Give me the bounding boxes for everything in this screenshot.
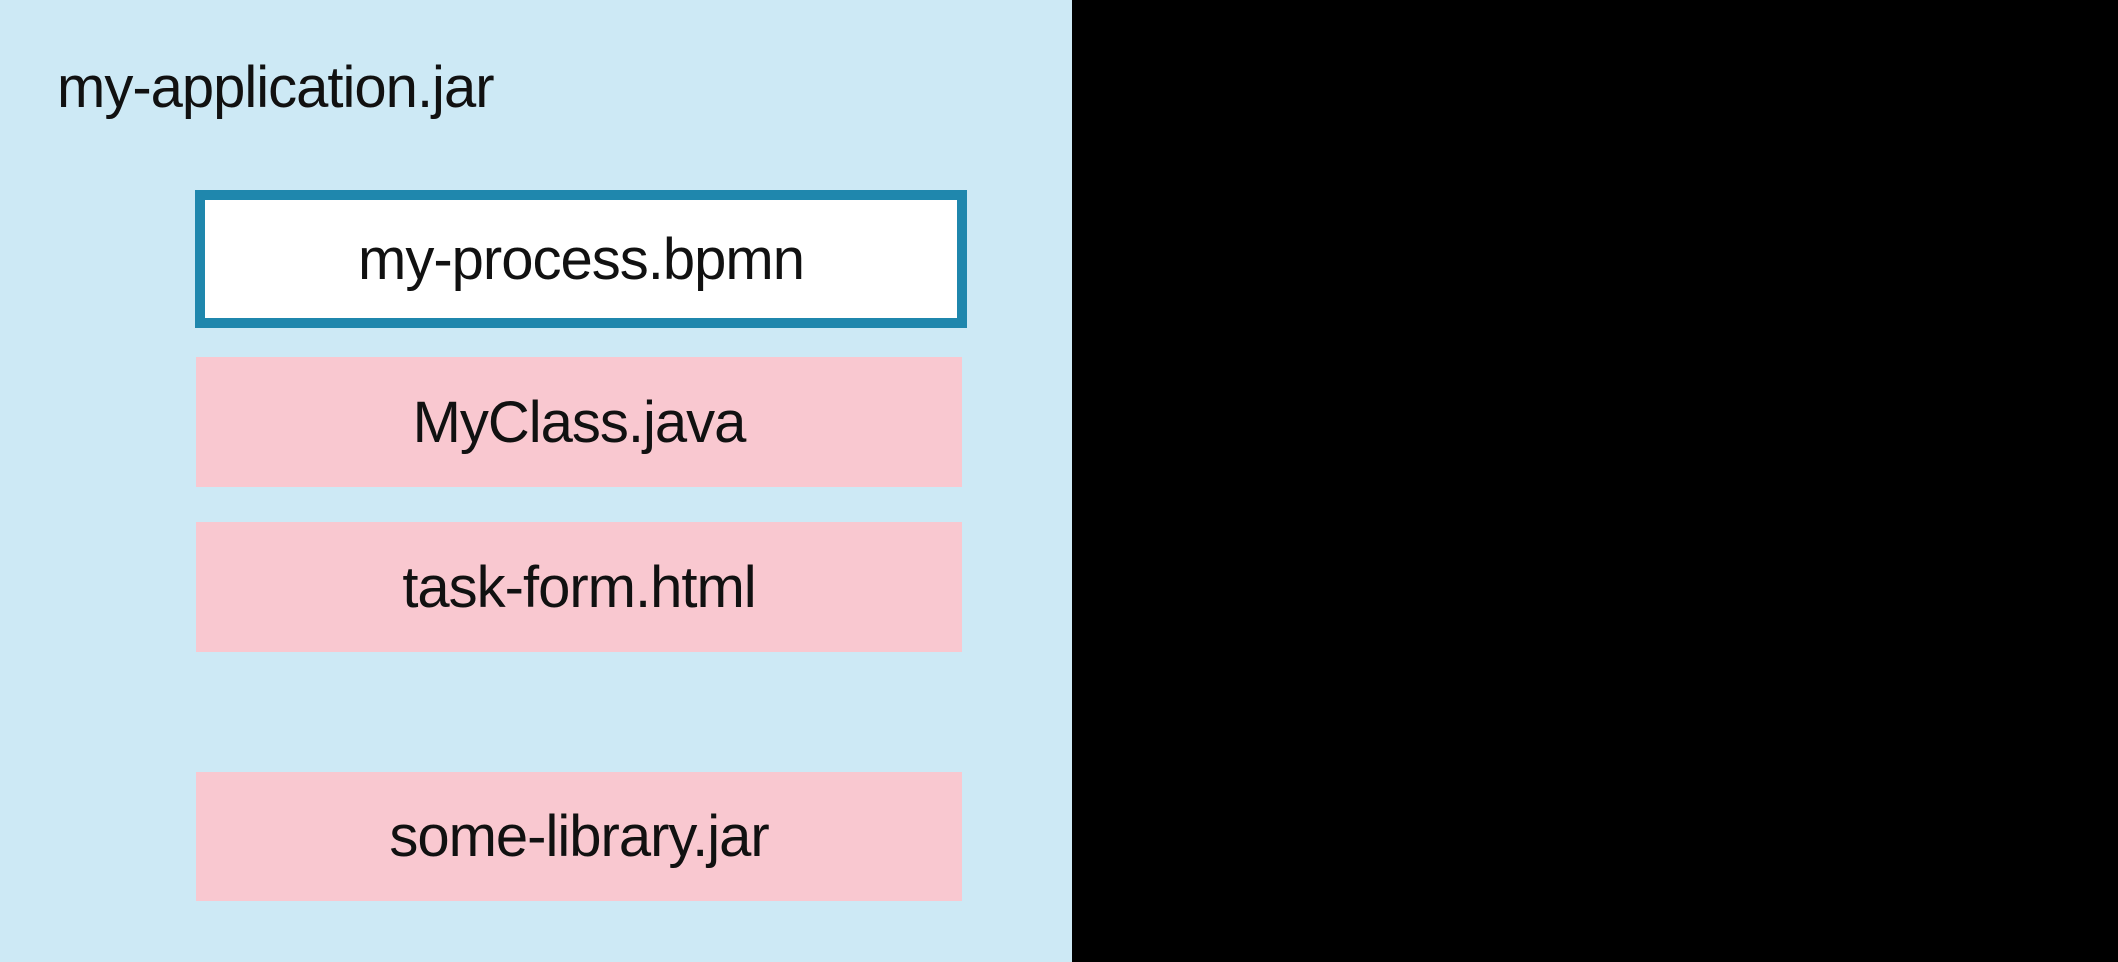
right-black-filler	[1072, 0, 2118, 962]
myclass-java-node: MyClass.java	[196, 357, 962, 487]
application-jar-container: my-application.jar my-process.bpmn MyCla…	[0, 0, 1072, 962]
some-library-jar-label: some-library.jar	[389, 804, 769, 869]
process-bpmn-label: my-process.bpmn	[358, 226, 805, 292]
task-form-html-node: task-form.html	[196, 522, 962, 652]
some-library-jar-node: some-library.jar	[196, 772, 962, 901]
process-bpmn-node: my-process.bpmn	[195, 190, 967, 328]
task-form-html-label: task-form.html	[402, 554, 756, 620]
myclass-java-label: MyClass.java	[412, 389, 747, 455]
application-jar-label: my-application.jar	[57, 55, 495, 120]
